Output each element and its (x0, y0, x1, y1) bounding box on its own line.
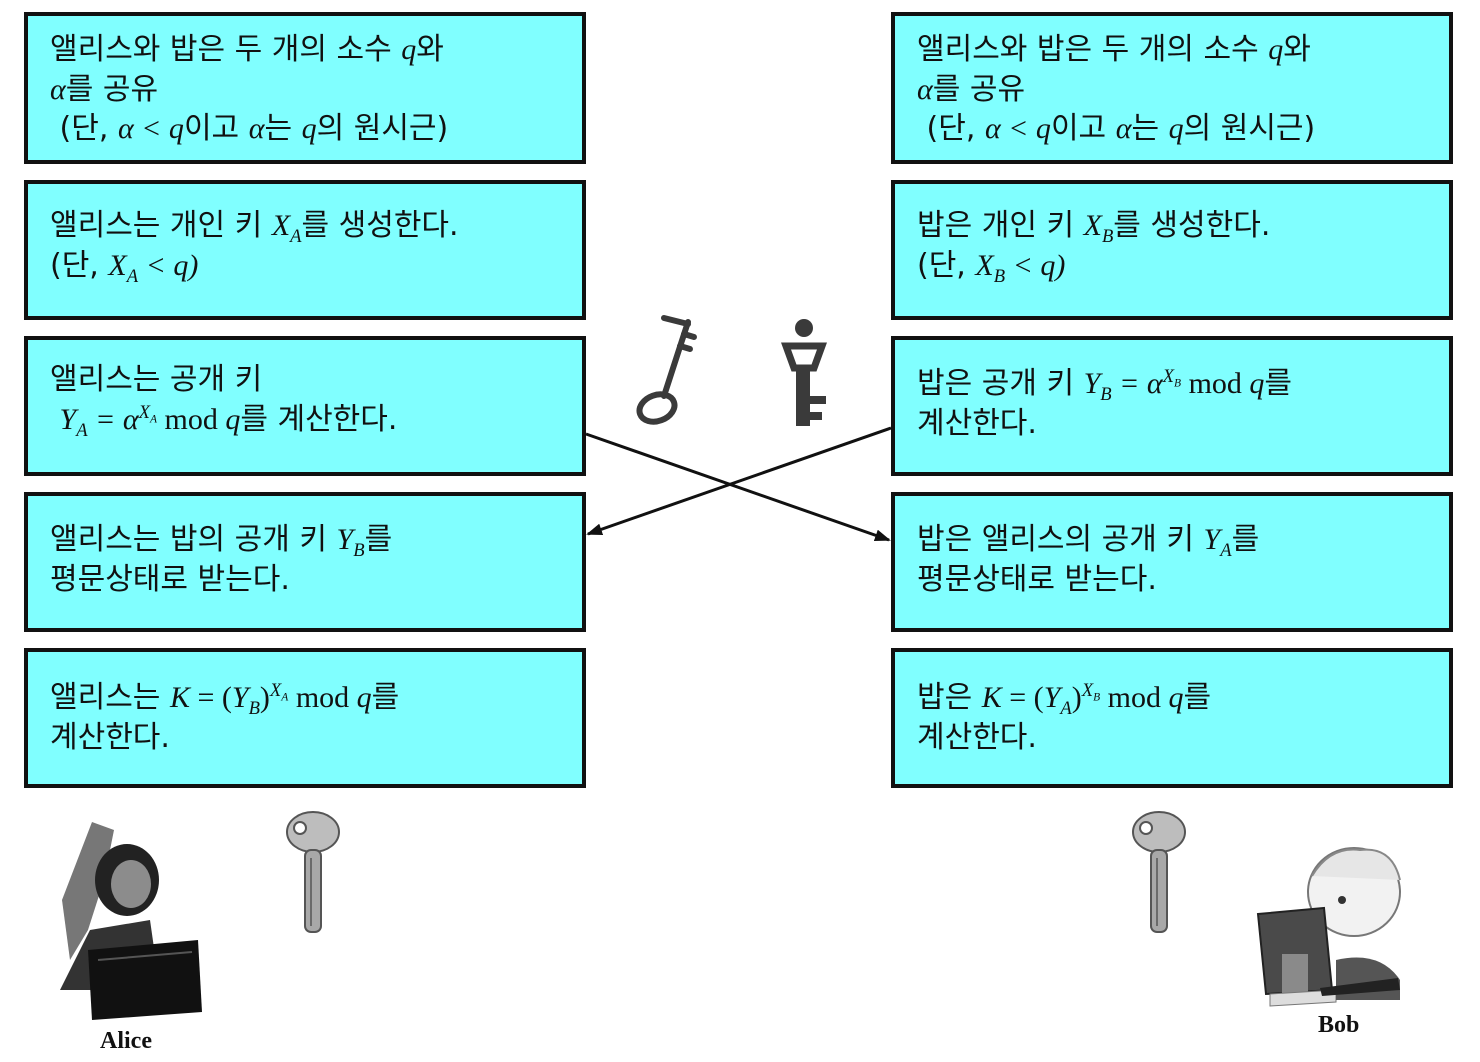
alice-figure-icon (60, 822, 202, 1020)
bob-receive-key-box: 밥은 앨리스의 공개 키 YA를 평문상태로 받는다. (891, 492, 1453, 632)
arrow-alice-to-bob (585, 432, 891, 542)
bob-figure-icon (1256, 847, 1401, 1007)
bob-compute-k-box: 밥은 K = (YA)XB mod q를 계산한다. (891, 648, 1453, 788)
alice-public-key-box: 앨리스는 공개 키 YA = αXA mod q를 계산한다. (24, 336, 586, 476)
arrow-bob-to-alice (586, 426, 892, 536)
bob-caption: Bob (1318, 1012, 1360, 1038)
alice-compute-k-box: 앨리스는 K = (YB)XA mod q를 계산한다. (24, 648, 586, 788)
shared-key-icon-alice (286, 811, 340, 933)
shared-key-icon-bob (1132, 811, 1186, 933)
alice-shared-params-box: 앨리스와 밥은 두 개의 소수 q와 α를 공유 (단, α < q이고 α는 … (24, 12, 586, 164)
private-key-icon (636, 315, 697, 425)
alice-caption: Alice (100, 1028, 152, 1054)
bob-public-key-box: 밥은 공개 키 YB = αXB mod q를 계산한다. (891, 336, 1453, 476)
alice-private-key-box: 앨리스는 개인 키 XA를 생성한다. (단, XA < q) (24, 180, 586, 320)
bob-private-key-box: 밥은 개인 키 XB를 생성한다. (단, XB < q) (891, 180, 1453, 320)
bob-shared-params-box: 앨리스와 밥은 두 개의 소수 q와 α를 공유 (단, α < q이고 α는 … (891, 12, 1453, 164)
public-key-icon (781, 319, 827, 426)
alice-receive-key-box: 앨리스는 밥의 공개 키 YB를 평문상태로 받는다. (24, 492, 586, 632)
